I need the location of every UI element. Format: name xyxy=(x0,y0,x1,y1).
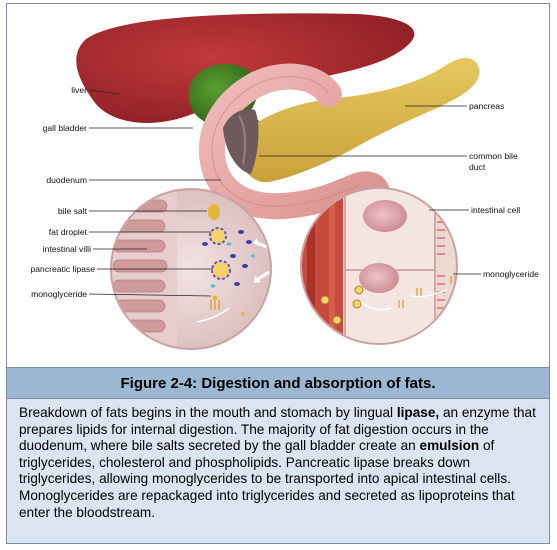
label-intestinal-villi: intestinal villi xyxy=(42,244,91,254)
figure-caption-bar: Figure 2-4: Digestion and absorption of … xyxy=(7,367,549,399)
figure-caption: Figure 2-4: Digestion and absorption of … xyxy=(120,374,436,392)
label-monoglyceride-left: monoglyceride xyxy=(31,289,87,299)
label-monoglyceride-right: monoglyceride xyxy=(483,269,539,279)
intestinal-cell-magnified-view xyxy=(300,187,458,345)
figure-description: Breakdown of fats begins in the mouth an… xyxy=(7,399,549,543)
liver-shape xyxy=(76,13,415,123)
description-text-2: an enzyme that prepares lipids for inter… xyxy=(19,405,536,454)
label-gall-bladder: gall bladder xyxy=(42,123,87,133)
description-text-1: Breakdown of fats begins in the mouth an… xyxy=(19,405,397,420)
label-pancreatic-lipase: pancreatic lipase xyxy=(30,264,96,274)
description-bold-emulsion: emulsion xyxy=(419,438,480,454)
label-bile-salt: bile salt xyxy=(57,206,87,216)
description-text-3: of triglycerides, cholesterol and phosph… xyxy=(19,438,515,520)
figure-frame: liver gall bladder duodenum bile salt fa… xyxy=(6,3,550,544)
label-duodenum: duodenum xyxy=(46,175,87,185)
label-common-bile-duct-2: duct xyxy=(469,162,486,172)
description-bold-lipase: lipase, xyxy=(396,405,440,420)
label-pancreas: pancreas xyxy=(469,101,505,111)
fat-digestion-illustration xyxy=(76,13,481,350)
label-fat-droplet: fat droplet xyxy=(48,227,87,237)
label-liver: liver xyxy=(71,85,87,95)
label-intestinal-cell: intestinal cell xyxy=(471,205,521,215)
pancreas-shape xyxy=(240,58,480,183)
villi-magnified-view xyxy=(110,188,272,350)
label-common-bile-duct-1: common bile xyxy=(469,151,518,161)
